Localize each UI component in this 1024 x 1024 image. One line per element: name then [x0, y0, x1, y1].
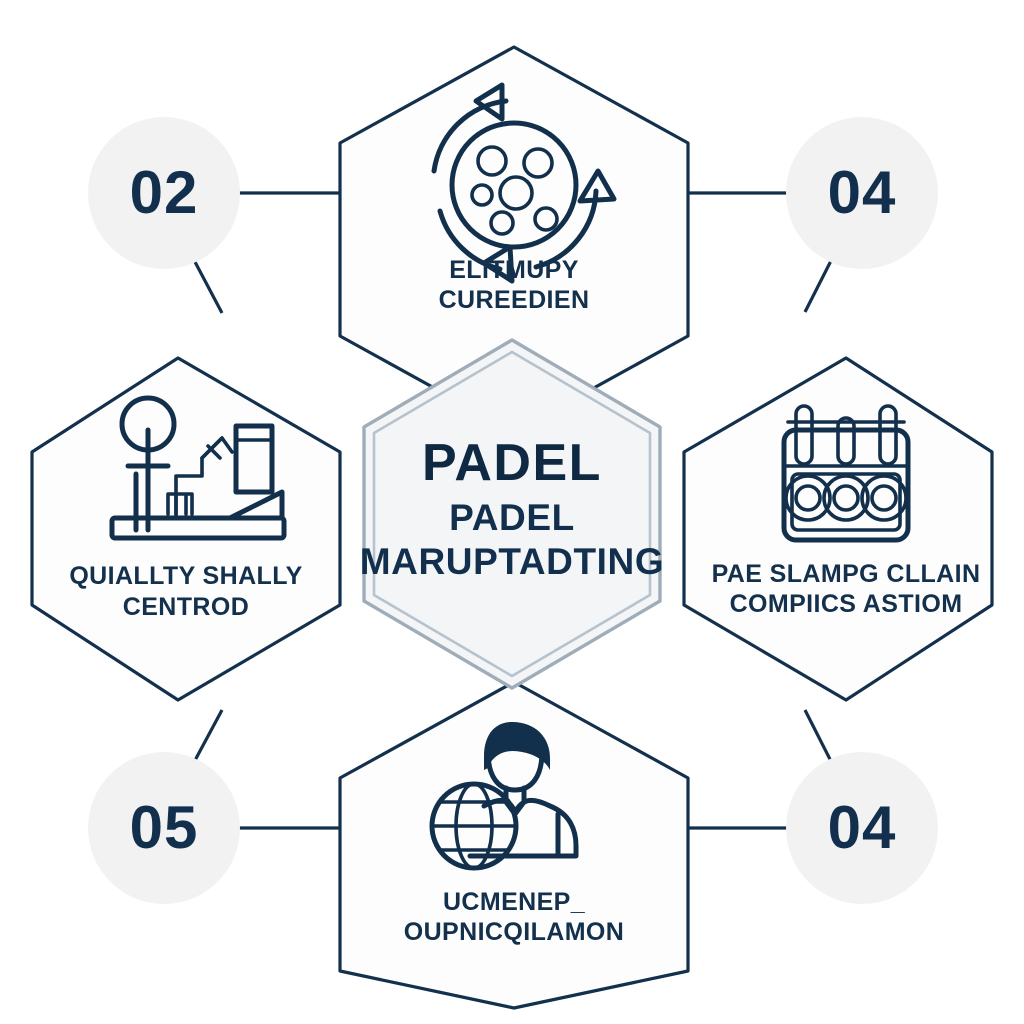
marker-bottom-right-circle[interactable] [786, 752, 938, 904]
hexagon-left-label-line2: CENTROD [123, 593, 249, 621]
marker-bottom-left-circle[interactable] [88, 752, 240, 904]
marker-bottom-left[interactable]: 05 [88, 752, 240, 904]
hexagon-right-label-line2: COMPIICS ASTIOM [730, 590, 963, 618]
hexagon-top-label-line1: ELITMUPY [449, 256, 579, 284]
center-subtitle-line2: MARUPTADTING [360, 541, 665, 582]
hexagon-top-label-line2: CUREEDIEN [439, 286, 590, 314]
hexagon-center[interactable] [362, 338, 662, 690]
marker-top-left-circle[interactable] [88, 117, 240, 269]
hexagon-left-shape[interactable] [30, 356, 342, 702]
marker-top-left-number: 02 [130, 159, 199, 226]
machine-rollers-icon [781, 404, 911, 543]
marker-top-right-circle[interactable] [786, 117, 938, 269]
center-title: PADEL [422, 434, 602, 492]
person-globe-icon [429, 722, 579, 871]
recycle-circle-icon [431, 82, 617, 284]
marker-top-right-number: 04 [828, 159, 897, 226]
marker-bottom-right[interactable]: 04 [786, 752, 938, 904]
factory-machinery-icon [109, 395, 287, 541]
marker-top-left[interactable]: 02 [88, 117, 240, 269]
marker-bottom-left-number: 05 [130, 794, 199, 861]
center-subtitle-line1: PADEL [449, 497, 575, 538]
hexagon-center-inner-shape [372, 350, 652, 678]
marker-top-right[interactable]: 04 [786, 117, 938, 269]
hexagon-bottom-label-line2: OUPNICQILAMON [404, 918, 624, 946]
marker-bottom-right-number: 04 [828, 794, 897, 861]
hexagon-bottom-label-line1: UCMENEP_ [443, 888, 586, 916]
hexagon-left-label-line1: QUIALLTY SHALLY [69, 562, 302, 590]
hexagon-left[interactable] [30, 356, 342, 702]
hexagon-right-label-line1: PAE SLAMPG CLLAIN [712, 560, 981, 588]
